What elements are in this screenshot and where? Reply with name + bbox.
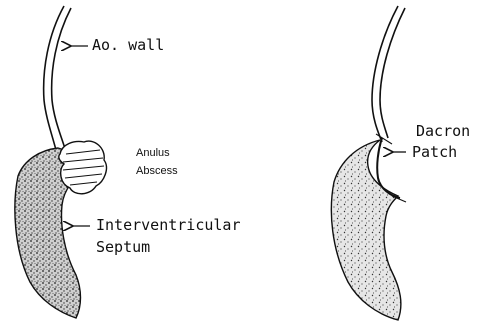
right-panel bbox=[331, 6, 406, 320]
septum-label-line1: Interventricular bbox=[96, 218, 241, 233]
aortic-wall-right-inner bbox=[380, 8, 405, 138]
aortic-wall-inner bbox=[52, 8, 71, 152]
patch-label-line1: Dacron bbox=[416, 124, 470, 139]
septum-label-line2: Septum bbox=[96, 240, 150, 255]
abscess-label-line2: Abscess bbox=[136, 166, 178, 177]
suture-top bbox=[376, 134, 392, 144]
patch-label-line2: Patch bbox=[412, 145, 457, 160]
anulus-abscess bbox=[59, 141, 107, 194]
abscess-label-line1: Anulus bbox=[136, 148, 170, 159]
septum-right bbox=[331, 140, 401, 320]
aortic-wall-right bbox=[372, 6, 398, 142]
aortic-wall-label: Ao. wall bbox=[92, 38, 164, 53]
